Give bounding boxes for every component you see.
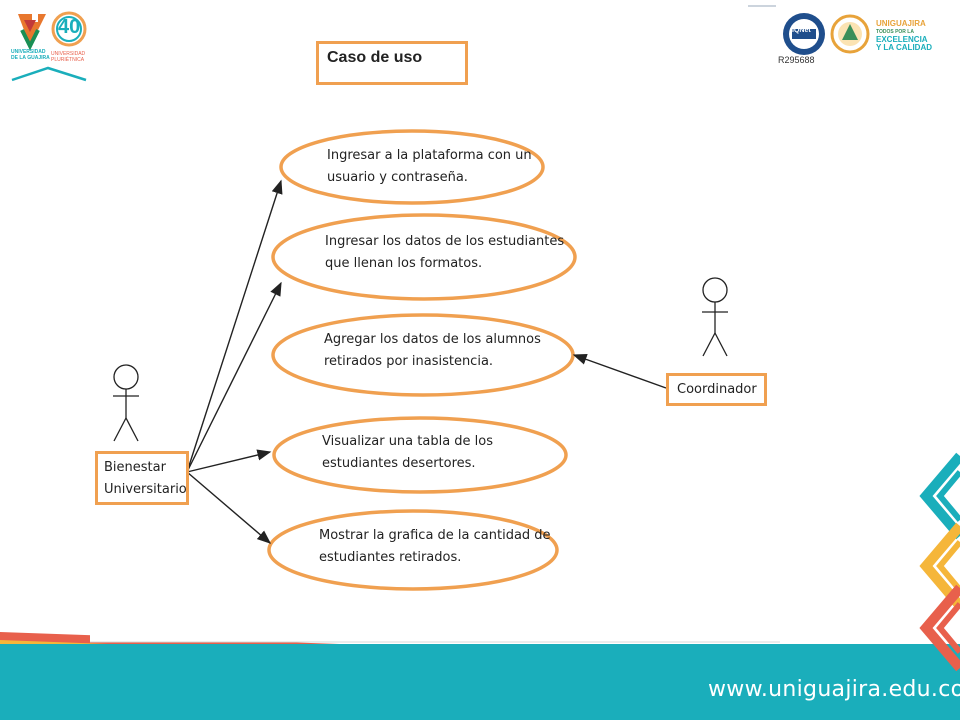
footer-url[interactable]: www.uniguajira.edu.co	[708, 677, 960, 702]
right-chevron-decoration	[919, 452, 960, 672]
slogan-logo: UNIGUAJIRA TODOS POR LA EXCELENCIA Y LA …	[876, 19, 932, 52]
anniversary-number: 40	[58, 16, 81, 38]
actor-bienestar-box[interactable]	[95, 451, 189, 505]
actor-bienestar-label: Bienestar Universitario	[104, 460, 187, 497]
actor-bienestar-icon	[113, 364, 139, 442]
arrow-coordinador-to-use-case-3	[572, 353, 667, 389]
arrow-to-use-case-2	[186, 281, 282, 473]
arrow-to-use-case-5	[186, 471, 272, 544]
university-logo	[18, 14, 46, 51]
association-arrows	[186, 179, 667, 544]
arrow-to-use-case-1	[186, 179, 283, 473]
use-case-ellipse-4[interactable]	[272, 416, 568, 494]
actor-coordinador-box[interactable]	[666, 373, 767, 406]
use-case-4-label: Visualizar una tabla de los estudiantes …	[322, 434, 494, 471]
anniversary-logo	[51, 11, 87, 47]
university-logo-text: UNIVERSIDAD DE LA GUAJIRA	[11, 49, 50, 61]
slide-title: Caso de uso	[327, 49, 423, 66]
anniversary-logo-text: UNIVERSIDAD PLURIÉTNICA	[51, 51, 86, 63]
use-case-ellipse-5[interactable]	[267, 509, 559, 591]
use-case-3-label: Agregar los datos de los alumnos retirad…	[324, 332, 541, 369]
use-case-ellipse-1[interactable]	[279, 129, 545, 205]
slide-title-box	[316, 41, 468, 85]
certification-seal-icon	[783, 13, 825, 55]
use-case-5-label: Mostrar la grafica de la cantidad de est…	[319, 528, 551, 565]
use-case-ellipse-2[interactable]	[271, 213, 577, 301]
arrow-to-use-case-4	[186, 449, 272, 473]
certificate-code: R295688	[778, 55, 815, 65]
header-divider-chevron	[11, 66, 87, 82]
use-case-1-label: Ingresar a la plataforma con un usuario …	[327, 148, 532, 185]
actor-coordinador-label: Coordinador	[677, 382, 757, 397]
certification-label: IQNet	[792, 27, 811, 34]
actor-coordinador-icon	[702, 277, 728, 357]
quality-seal-icon	[830, 14, 870, 54]
use-case-2-label: Ingresar los datos de los estudiantes qu…	[325, 234, 565, 271]
